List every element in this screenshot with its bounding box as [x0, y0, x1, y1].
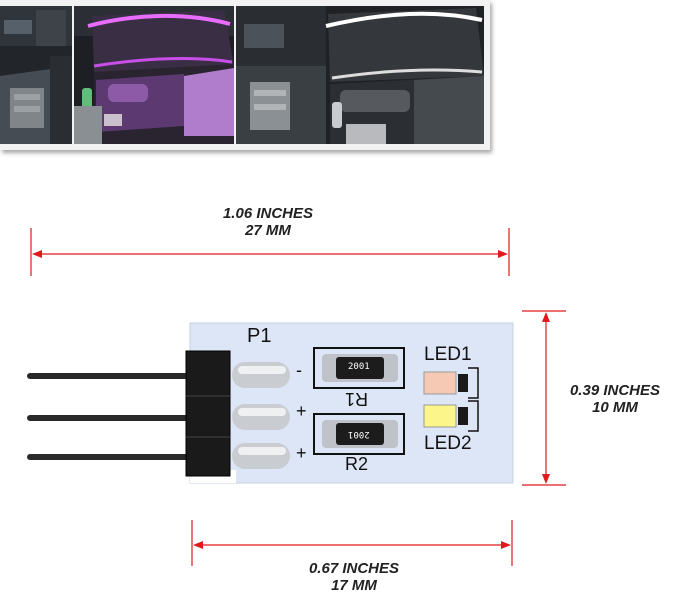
board-length-inches: 0.67 INCHES [308, 560, 400, 577]
length-dimension-line [30, 228, 510, 276]
pin-1-sign: - [296, 360, 302, 380]
r1-label: R1 [345, 389, 369, 409]
led-1 [423, 367, 479, 399]
white-ambient-door-photo [236, 6, 484, 144]
header-pins [27, 350, 290, 477]
connector-label: P1 [247, 325, 272, 347]
led-pcb-board [27, 322, 514, 484]
r2-code: 2001 [348, 429, 370, 439]
length-inches: 1.06 INCHES [222, 205, 314, 222]
photo-strip [0, 0, 490, 150]
r2-label: R2 [345, 454, 369, 474]
pin-3-sign: + [296, 443, 307, 463]
height-label: 0.39 INCHES 10 MM [548, 382, 679, 416]
led-2 [423, 400, 479, 432]
board-length-dimension-line [191, 520, 513, 566]
height-dimension-line [522, 310, 566, 486]
board-length-label: 0.67 INCHES 17 MM [264, 560, 444, 594]
length-mm: 27 MM [245, 222, 291, 239]
led2-label: LED2 [424, 433, 472, 454]
height-inches: 0.39 INCHES [569, 382, 661, 399]
height-mm: 10 MM [592, 399, 638, 416]
r1-code: 2001 [348, 362, 370, 372]
resistor-r2 [313, 413, 405, 455]
car-interior-photo [0, 6, 72, 144]
led1-label: LED1 [424, 344, 472, 365]
pin-2-sign: + [296, 401, 307, 421]
length-label: 1.06 INCHES 27 MM [178, 205, 358, 239]
purple-ambient-door-photo [74, 6, 234, 144]
resistor-r1 [313, 347, 405, 389]
board-length-mm: 17 MM [331, 577, 377, 594]
